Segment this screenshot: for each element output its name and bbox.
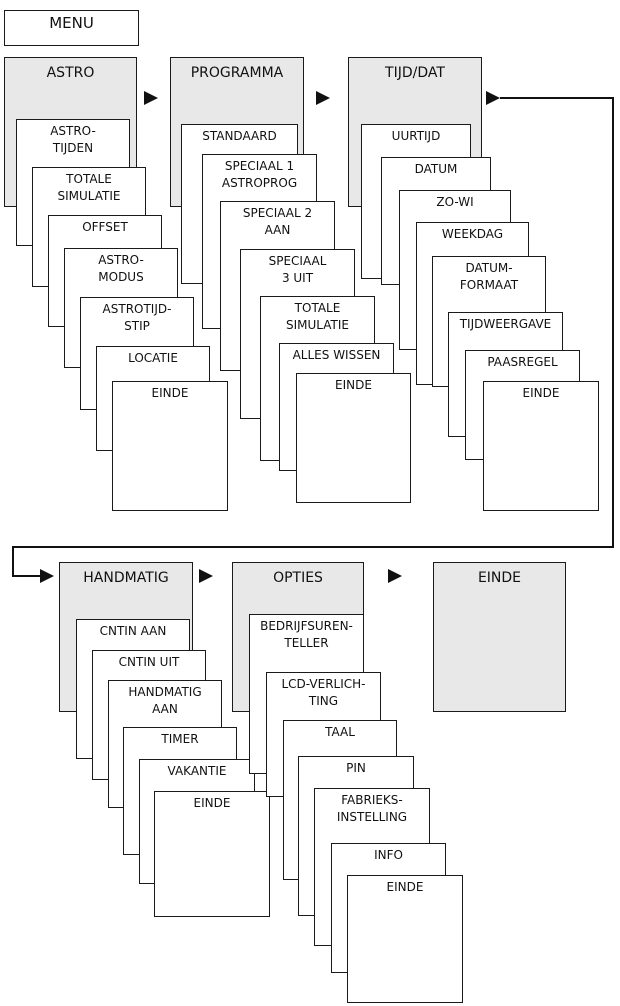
wrap-connector xyxy=(12,97,614,577)
arrow-tijddat-wrap xyxy=(486,91,500,105)
menu-label: MENU xyxy=(49,14,94,32)
programma-item-einde[interactable]: EINDE xyxy=(296,373,411,503)
handmatig-item-einde[interactable]: EINDE xyxy=(154,791,270,917)
arrow-opties-einde xyxy=(388,569,402,583)
arrow-handmatig-opties xyxy=(199,569,213,583)
astro-item-einde[interactable]: EINDE xyxy=(112,381,228,511)
arrow-astro-programma xyxy=(144,91,158,105)
header-einde[interactable]: EINDE xyxy=(433,562,566,712)
arrow-into-handmatig xyxy=(40,569,54,583)
menu-box[interactable]: MENU xyxy=(4,10,139,46)
opties-item-einde[interactable]: EINDE xyxy=(347,875,463,1003)
tijddat-item-einde[interactable]: EINDE xyxy=(483,381,599,511)
arrow-programma-tijddat xyxy=(316,91,330,105)
